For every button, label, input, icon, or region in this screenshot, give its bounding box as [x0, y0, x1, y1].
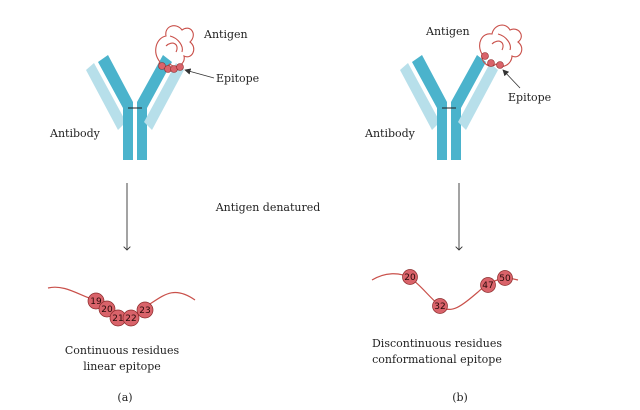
- left-antibody-light-chain-left: [86, 63, 126, 130]
- svg-text:23: 23: [139, 306, 150, 316]
- right-epitope-label: Epitope: [508, 91, 551, 104]
- center-label: Antigen denatured: [215, 201, 321, 214]
- svg-text:21: 21: [112, 314, 123, 324]
- right-epitope-pointer: [502, 69, 521, 89]
- right-panel-label: (b): [452, 391, 468, 404]
- right-antigen-shape: [479, 24, 523, 67]
- left-antibody-label: Antibody: [49, 127, 101, 140]
- left-antibody-heavy-chain-left: [98, 55, 133, 160]
- left-residue-22: 22: [122, 309, 140, 327]
- right-residue-20: 20: [402, 269, 418, 285]
- right-antibody-heavy-chain-left: [412, 55, 447, 160]
- left-panel: Antigen Epitope Antibody 19 20 21 22 23 …: [47, 25, 259, 404]
- right-antibody-label: Antibody: [364, 127, 416, 140]
- left-caption-line1: Continuous residues: [65, 344, 180, 357]
- svg-text:47: 47: [482, 281, 493, 291]
- right-antibody-heavy-chain-right: [451, 55, 486, 160]
- right-residue-50: 50: [497, 270, 513, 286]
- right-antibody-light-chain-left: [400, 63, 440, 130]
- left-antigen-shape: [155, 25, 195, 68]
- left-antibody-light-chain-right: [144, 63, 184, 130]
- right-epitope-beads: [481, 52, 504, 69]
- right-antibody-light-chain-right: [458, 63, 498, 130]
- left-residue-23: 23: [136, 301, 154, 319]
- left-antibody: [86, 55, 184, 160]
- right-residue-32: 32: [432, 298, 448, 314]
- svg-text:22: 22: [125, 314, 136, 324]
- left-residue-20: 20: [98, 300, 116, 318]
- right-antigen-label: Antigen: [425, 25, 470, 38]
- left-epitope-beads: [158, 62, 184, 73]
- right-caption-line1: Discontinuous residues: [372, 337, 502, 350]
- right-caption-line2: conformational epitope: [372, 353, 502, 366]
- right-residue-47: 47: [480, 277, 496, 293]
- left-caption-line2: linear epitope: [83, 360, 161, 373]
- svg-text:19: 19: [90, 297, 102, 307]
- left-antigen-label: Antigen: [203, 28, 248, 41]
- right-panel: Antigen Epitope Antibody 20 32 47 50 Dis…: [364, 24, 551, 404]
- left-epitope-pointer: [184, 68, 215, 79]
- svg-text:32: 32: [434, 302, 445, 312]
- svg-text:50: 50: [499, 274, 511, 284]
- left-panel-label: (a): [117, 391, 132, 404]
- svg-text:20: 20: [101, 305, 113, 315]
- left-epitope-label: Epitope: [216, 72, 259, 85]
- left-antibody-heavy-chain-right: [137, 55, 172, 160]
- right-antibody: [400, 55, 498, 160]
- svg-text:20: 20: [404, 273, 416, 283]
